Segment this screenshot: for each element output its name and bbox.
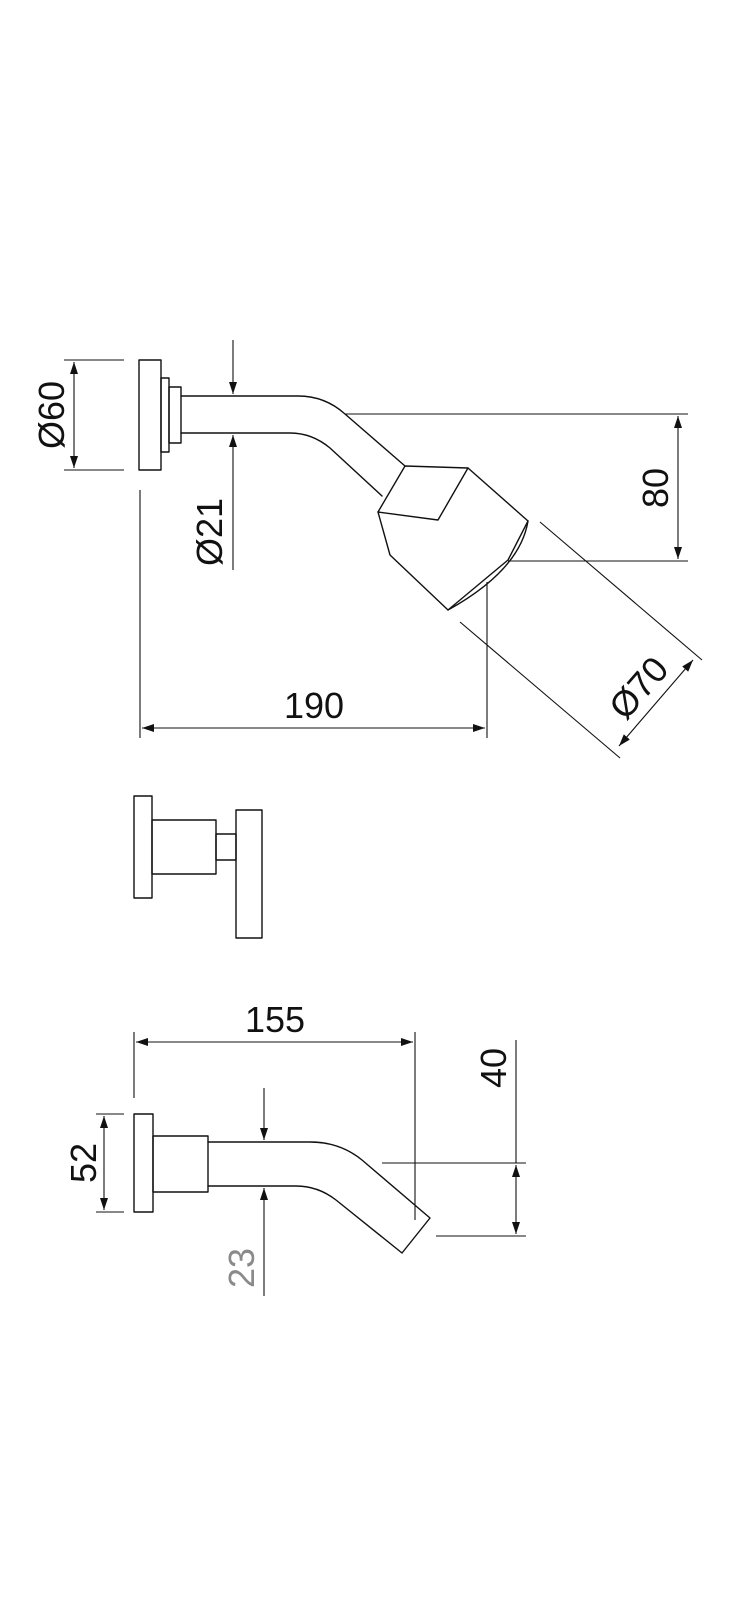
shower-wall-flange xyxy=(138,359,162,471)
valve-wall-plate xyxy=(133,795,153,899)
dim-70-ext-bottom xyxy=(459,621,621,759)
dim-70-ext-top xyxy=(539,521,703,661)
label-projection-190: 190 xyxy=(284,685,344,726)
label-head-diameter: Ø70 xyxy=(601,649,677,727)
shower-head-face xyxy=(447,520,529,611)
valve-view xyxy=(133,795,263,939)
label-spout-diameter-23: 23 xyxy=(221,1248,262,1288)
shower-head-view: Ø60 Ø21 80 190 Ø70 xyxy=(31,340,703,759)
label-plate-height-52: 52 xyxy=(63,1143,104,1183)
valve-body xyxy=(151,819,217,875)
label-flange-diameter: Ø60 xyxy=(31,381,72,449)
shower-head-body xyxy=(377,465,529,611)
label-arm-diameter: Ø21 xyxy=(189,498,230,566)
spout-body xyxy=(152,1135,209,1193)
valve-stem xyxy=(215,833,237,861)
label-spout-drop-40: 40 xyxy=(473,1048,514,1088)
dim-70-line xyxy=(618,659,694,747)
shower-flange-collar xyxy=(168,386,182,444)
shower-head-inner-edge xyxy=(377,467,469,521)
shower-arm xyxy=(180,395,406,497)
spout-pipe xyxy=(207,1141,431,1254)
shower-flange-step xyxy=(160,377,170,453)
label-spout-projection-155: 155 xyxy=(245,999,305,1040)
label-drop-80: 80 xyxy=(635,468,676,508)
spout-view: 155 40 52 23 xyxy=(63,999,526,1296)
spout-wall-plate xyxy=(133,1113,154,1213)
valve-handle xyxy=(235,809,263,939)
